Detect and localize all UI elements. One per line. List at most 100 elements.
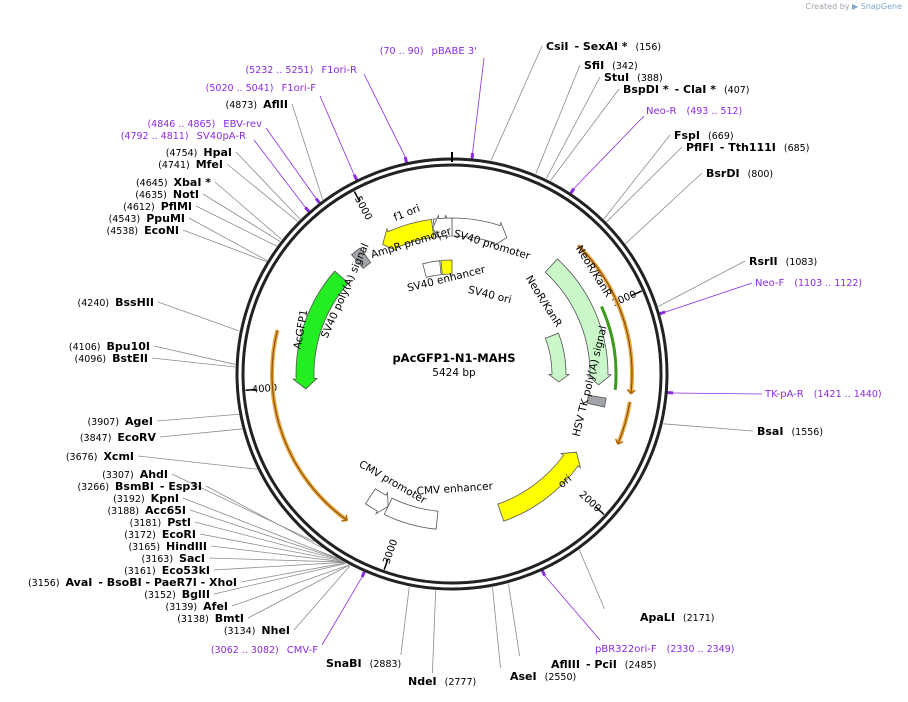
site-name: EcoRV <box>117 431 156 444</box>
site-label-bsshii[interactable]: (4240)BssHII <box>78 296 154 309</box>
site-label-bpu10i[interactable]: (4106)Bpu10I <box>69 340 150 353</box>
site-leader-line <box>188 217 268 261</box>
ruler-tick-label: 5000 <box>352 195 374 223</box>
site-name: SacI <box>179 552 205 565</box>
site-label-bsmbi[interactable]: (3266)BsmBI- Esp3I <box>77 480 202 493</box>
site-label-asei[interactable]: AseI(2550) <box>510 670 576 683</box>
site-leader-line <box>194 521 340 561</box>
site-name: AhdI <box>140 468 168 481</box>
feature-f1-ori[interactable] <box>382 218 435 252</box>
site-label-xbai[interactable]: (4645)XbaI * <box>136 176 211 189</box>
primer-label-pbabe3[interactable]: (70 .. 90)pBABE 3' <box>380 46 477 57</box>
site-label-ndei[interactable]: NdeI(2777) <box>408 675 476 688</box>
site-label-aflii[interactable]: (4873)AflII <box>226 98 288 111</box>
site-label-afliii[interactable]: AflIII- PciI(2485) <box>551 658 656 671</box>
site-label-bspdi[interactable]: BspDI *- ClaI *(407) <box>623 83 750 96</box>
site-lines-layer <box>137 45 754 674</box>
primer-label-neof[interactable]: Neo-F(1103 .. 1122) <box>755 278 862 289</box>
site-label-snabi[interactable]: SnaBI(2883) <box>326 657 401 670</box>
plasmid-name: pAcGFP1-N1-MAHS <box>392 351 515 365</box>
label-cmv-enhancer: CMV enhancer <box>416 480 494 497</box>
site-label-ecori[interactable]: (3172)EcoRI <box>124 528 196 541</box>
site-label-afei[interactable]: (3139)AfeI <box>166 600 228 613</box>
primer-label-cmvf[interactable]: (3062 .. 3082)CMV-F <box>211 645 318 656</box>
site-label-kpni[interactable]: (3192)KpnI <box>113 492 179 505</box>
site-label-xcmi[interactable]: (3676)XcmI <box>66 450 134 463</box>
site-label-bmti[interactable]: (3138)BmtI <box>177 612 244 625</box>
site-label-ppumi[interactable]: (4543)PpuMI <box>109 212 185 225</box>
site-label-bsai[interactable]: BsaI(1556) <box>757 425 823 438</box>
site-label-hpai[interactable]: (4754)HpaI <box>166 146 232 159</box>
feature-sv40-enhancer[interactable] <box>422 260 442 278</box>
ruler-tick-label: 2000 <box>577 489 603 514</box>
site-name: BsrDI <box>706 167 740 180</box>
feature-hsv-tk-poly-a-signal[interactable] <box>586 394 607 408</box>
feature-neor-kanr[interactable] <box>544 258 613 386</box>
primer-label-tkpar[interactable]: TK-pA-R(1421 .. 1440) <box>764 389 882 400</box>
label-sv40-ori: SV40 ori <box>467 284 513 306</box>
feature-sv40-poly-a-signal[interactable] <box>350 247 372 269</box>
primer-label-neor[interactable]: Neo-R(493 .. 512) <box>646 106 742 117</box>
site-label-ahdi[interactable]: (3307)AhdI <box>102 468 168 481</box>
site-name: AgeI <box>125 415 153 428</box>
site-leader-line <box>603 134 671 220</box>
site-label-rsrii[interactable]: RsrII(1083) <box>749 255 817 268</box>
site-label-pflmi[interactable]: (4612)PflMI <box>123 200 192 213</box>
site-position: (800) <box>748 169 774 180</box>
site-position: (3266) <box>77 482 109 493</box>
site-name: BspDI * <box>623 83 669 96</box>
site-label-saci[interactable]: (3163)SacI <box>141 552 205 565</box>
site-label-csii[interactable]: CsiI- SexAI *(156) <box>546 40 661 53</box>
primer-label-pbr322orif[interactable]: pBR322ori-F(2330 .. 2349) <box>595 644 734 655</box>
site-extra: - PciI <box>586 658 617 671</box>
site-label-nhei[interactable]: (3134)NheI <box>224 624 290 637</box>
primer-label-f1orif[interactable]: (5020 .. 5041)F1ori-F <box>206 83 317 94</box>
site-name: HpaI <box>203 146 232 159</box>
site-name: PflFI <box>686 141 714 154</box>
primer-label-sv40par[interactable]: (4792 .. 4811)SV40pA-R <box>121 131 246 142</box>
ruler-tick <box>631 290 642 297</box>
site-label-acc65i[interactable]: (3188)Acc65I <box>107 504 186 517</box>
site-name: CsiI <box>546 40 568 53</box>
ruler-tick-label: 3000 <box>382 538 401 566</box>
site-name: AvaI <box>66 576 93 589</box>
site-label-pflfi[interactable]: PflFI- Tth111I(685) <box>686 141 809 154</box>
site-label-eco53ki[interactable]: (3161)Eco53kI <box>124 564 210 577</box>
feature-acgfp1[interactable] <box>291 270 349 390</box>
site-label-sfii[interactable]: SfiI(342) <box>584 59 638 72</box>
site-label-avai[interactable]: (3156)AvaI- BsoBI - PaeR7I - XhoI <box>28 576 237 589</box>
site-position: (3181) <box>130 518 162 529</box>
feature-cmv-enhancer[interactable] <box>383 497 439 530</box>
feature-cmv-promoter[interactable] <box>364 488 389 515</box>
site-label-hindiii[interactable]: (3165)HindIII <box>128 540 207 553</box>
primer-leader-line <box>265 127 317 199</box>
site-label-bsrdi[interactable]: BsrDI (800) <box>706 167 773 180</box>
feature-segment[interactable] <box>451 217 508 247</box>
primer-position: (5232 .. 5251) <box>245 65 313 76</box>
primer-position: (1103 .. 1122) <box>794 278 862 289</box>
site-label-mfei[interactable]: (4741)MfeI <box>158 158 223 171</box>
site-label-apali[interactable]: ApaLI(2171) <box>640 611 715 624</box>
feature-neor-kanr[interactable] <box>544 332 571 383</box>
orf-arc <box>616 401 632 445</box>
orf-arrowhead <box>614 438 624 445</box>
site-label-ecorv[interactable]: (3847)EcoRV <box>80 431 157 444</box>
orf-arrowhead <box>626 388 636 395</box>
site-label-psti[interactable]: (3181)PstI <box>130 516 191 529</box>
credit-prefix: Created by <box>805 2 850 11</box>
site-label-bsteii[interactable]: (4096)BstEII <box>75 352 148 365</box>
primer-label-f1orir[interactable]: (5232 .. 5251)F1ori-R <box>245 65 357 76</box>
site-label-fspi[interactable]: FspI(669) <box>674 129 734 142</box>
primer-label-ebvrev[interactable]: (4846 .. 4865)EBV-rev <box>147 119 262 130</box>
site-label-econi[interactable]: (4538)EcoNI <box>107 224 179 237</box>
site-label-bglii[interactable]: (3152)BglII <box>144 588 210 601</box>
site-leader-line <box>182 497 338 559</box>
site-label-noti[interactable]: (4635)NotI <box>135 188 199 201</box>
feature-ori[interactable] <box>497 451 582 522</box>
site-label-stui[interactable]: StuI(388) <box>604 71 663 84</box>
primer-position: (2330 .. 2349) <box>667 644 735 655</box>
site-label-agei[interactable]: (3907)AgeI <box>87 415 153 428</box>
feature-ampr-promoter[interactable] <box>432 214 453 241</box>
primer-name: pBABE 3' <box>431 46 477 57</box>
feature-sv40-ori[interactable] <box>440 259 453 275</box>
